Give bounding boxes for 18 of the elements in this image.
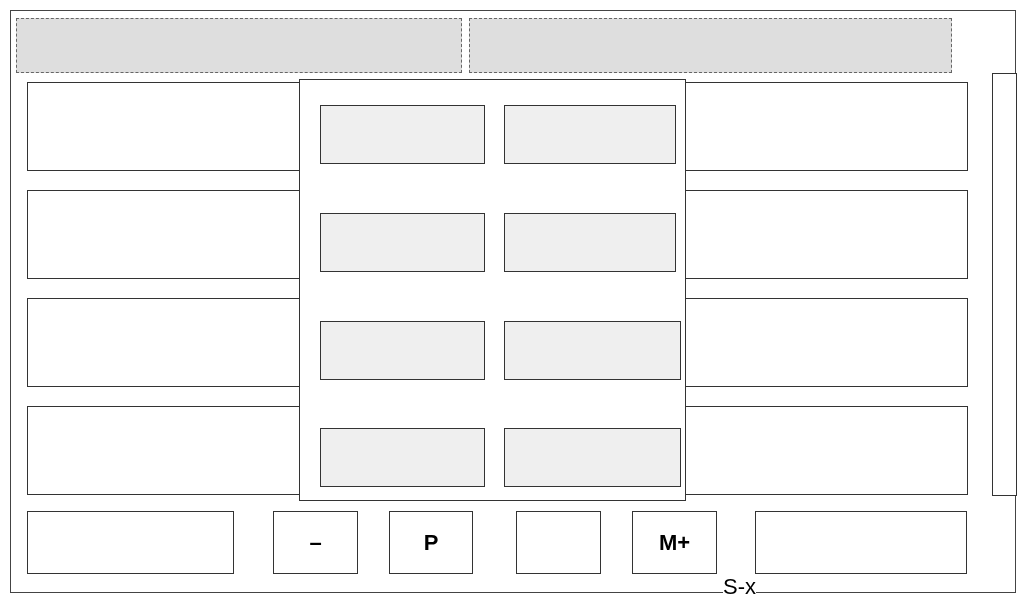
scrollbar xyxy=(992,73,1017,496)
key-button: P xyxy=(389,511,473,574)
key-button xyxy=(516,511,601,574)
popup-panel xyxy=(299,79,686,501)
toolbar-band xyxy=(469,18,952,73)
key-slot xyxy=(320,213,485,272)
key-slot xyxy=(320,105,485,164)
key-slot xyxy=(504,213,676,272)
key-slot xyxy=(504,321,681,380)
key-slot xyxy=(320,321,485,380)
key-slot xyxy=(504,428,681,487)
key-slot xyxy=(320,428,485,487)
key-button xyxy=(755,511,967,574)
key-button: – xyxy=(273,511,358,574)
key-button xyxy=(27,511,234,574)
key-slot xyxy=(504,105,676,164)
key-button: M+ xyxy=(632,511,717,574)
toolbar-band xyxy=(16,18,462,73)
